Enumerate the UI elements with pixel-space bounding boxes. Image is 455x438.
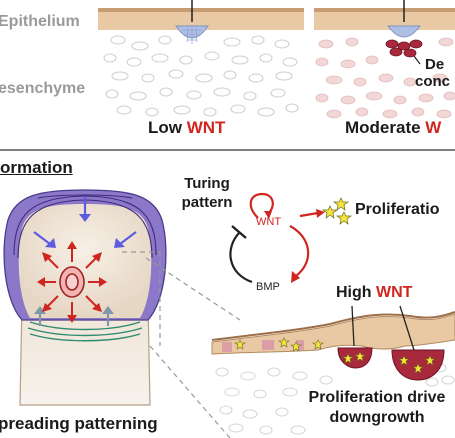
- high-wnt-highlight: WNT: [376, 284, 413, 301]
- turing-network: [229, 192, 353, 284]
- mesenchyme-label: esenchyme: [0, 80, 86, 97]
- bmp-node: BMP: [256, 281, 280, 293]
- epithelium-band-bottom: [211, 313, 455, 355]
- section-title: ormation: [0, 158, 73, 177]
- low-wnt-label: Low WNT: [148, 118, 225, 138]
- epithelium-band-low: [98, 10, 304, 30]
- bud-inner: [18, 204, 152, 318]
- mesenchyme-cells-moderate: [315, 37, 455, 119]
- low-wnt-highlight: WNT: [186, 118, 226, 137]
- turing-line-1: Turing: [184, 175, 230, 192]
- drives-line-2: downgrowth: [329, 409, 425, 426]
- proliferation-label: Proliferatio: [355, 201, 440, 218]
- skin-cross-section: [211, 305, 455, 435]
- proliferation-stars: [321, 197, 353, 225]
- moderate-wnt-prefix: Moderate: [345, 118, 426, 137]
- epithelium-label: Epithelium: [0, 13, 80, 30]
- drives-line-1: Proliferation drive: [308, 389, 446, 406]
- dermal-condensate: [385, 39, 423, 58]
- moderate-wnt-label: Moderate W: [345, 118, 441, 138]
- placode-moderate: [387, 25, 421, 38]
- drives-label: Proliferation drive downgrowth: [292, 388, 455, 428]
- high-wnt-prefix: High: [336, 284, 376, 301]
- high-wnt-label: High WNT: [336, 284, 412, 302]
- zoom-lines: [122, 251, 241, 438]
- condensate-callout-2: conc: [415, 73, 451, 90]
- wnt-node: WNT: [256, 216, 282, 228]
- moderate-wnt-highlight: W: [425, 118, 442, 137]
- panel-low-wnt: [98, 0, 304, 117]
- hair-bud-illustration: [3, 189, 167, 406]
- panel-moderate-wnt: [314, 0, 455, 119]
- turing-pattern-label: Turing pattern: [174, 174, 240, 212]
- downgrowth-small: [337, 347, 373, 369]
- epithelium-band-moderate: [314, 10, 455, 30]
- low-wnt-prefix: Low: [148, 118, 187, 137]
- mesenchyme-cells-low: [103, 35, 299, 117]
- footer-left-label: preading patterning: [0, 414, 158, 433]
- condensate-callout-1: De: [425, 56, 445, 73]
- turing-line-2: pattern: [181, 194, 233, 211]
